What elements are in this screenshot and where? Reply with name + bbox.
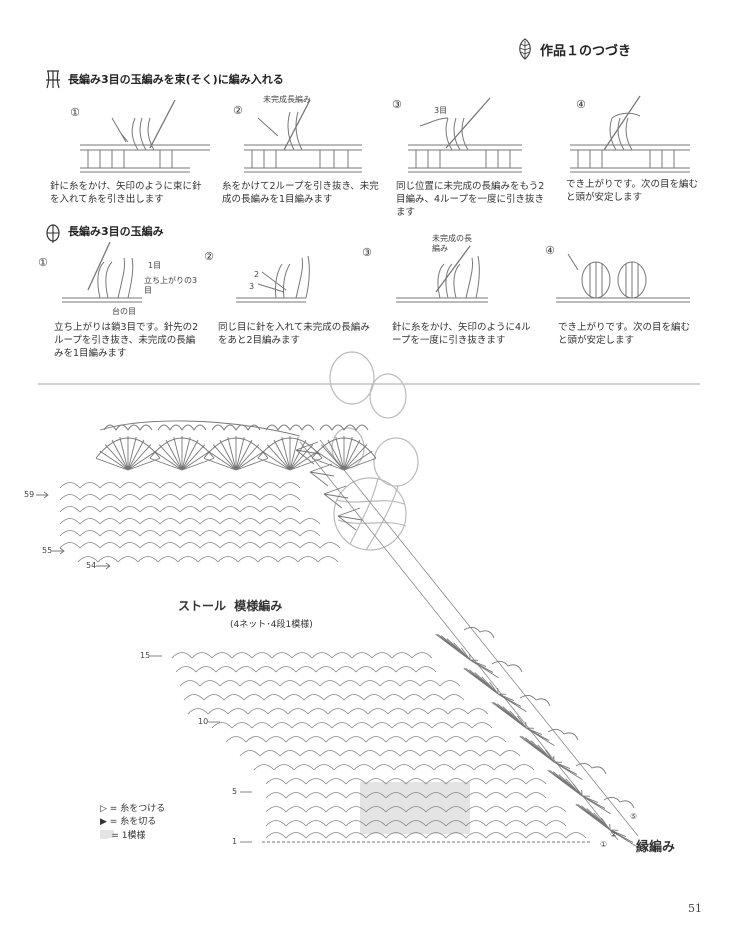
bottom-mesh bbox=[171, 652, 587, 839]
s1-step2-num: ② bbox=[233, 104, 243, 117]
row-label-54: 54 bbox=[86, 561, 97, 570]
legend-text-repeat: = 1模様 bbox=[111, 831, 146, 841]
s2-step1-label-c: 台の目 bbox=[112, 307, 136, 316]
legend-repeat-swatch bbox=[100, 830, 114, 838]
section1-title: 長編み3目の玉編みを束(そく)に編み入れる bbox=[68, 73, 284, 86]
s2-step2-num: ② bbox=[204, 250, 214, 263]
s2-step3-label: 未完成の長編み bbox=[432, 234, 472, 253]
row-label-10: 10 bbox=[198, 717, 209, 726]
legend-text-attach: = 糸をつける bbox=[109, 804, 166, 814]
edging-row-2: ② bbox=[610, 830, 618, 839]
section2-title: 長編み3目の玉編み bbox=[68, 225, 164, 238]
edging-row-1: ① bbox=[600, 840, 608, 849]
row-label-5: 5 bbox=[232, 787, 238, 796]
s2-step2-caption: 同じ目に針を入れて未完成の長編みをあと2目編みます bbox=[218, 322, 370, 346]
s2-step2-label-2: 2 bbox=[254, 270, 260, 279]
s2-step4-caption: でき上がりです。次の目を編むと頭が安定します bbox=[558, 322, 691, 346]
legend-text-cut: = 糸を切る bbox=[109, 817, 157, 827]
page-number: 51 bbox=[688, 902, 702, 915]
s2-step4-illustration bbox=[556, 253, 690, 303]
row-label-15: 15 bbox=[140, 651, 151, 660]
chart-title-a: ストール bbox=[178, 599, 227, 613]
edging-row-5: ⑤ bbox=[630, 812, 638, 821]
s2-step2-illustration bbox=[236, 255, 310, 303]
s1-step4-caption: でき上がりです。次の目を編むと頭が安定します bbox=[566, 179, 699, 203]
s1-step4-num: ④ bbox=[576, 98, 586, 111]
cut-yarn-icon: ▶ bbox=[100, 817, 107, 827]
s2-step1-label-a: 1目 bbox=[148, 261, 162, 270]
repeat-highlight bbox=[360, 782, 470, 834]
legend-item-attach: ▷ = 糸をつける bbox=[100, 801, 165, 814]
s1-step2-label: 未完成長編み bbox=[263, 95, 311, 104]
repeat-swatch-icon: ■ bbox=[100, 831, 109, 841]
row-label-1: 1 bbox=[232, 837, 238, 846]
s2-step1-num: ① bbox=[38, 256, 48, 269]
top-mesh bbox=[59, 482, 341, 563]
s2-step1-illustration bbox=[62, 241, 142, 303]
cluster-symbol-icon-2 bbox=[44, 222, 62, 244]
s2-step1-caption: 立ち上がりは鎖3目です。針先の2ループを引き抜き、未完成の長編みを1目編みます bbox=[54, 322, 199, 359]
chart-guide-1 bbox=[299, 441, 619, 841]
edging-label: 縁編み bbox=[636, 840, 676, 855]
s1-step1-caption: 針に糸をかけ、矢印のように束に針を入れて糸を引き出します bbox=[50, 181, 202, 205]
s1-step4-illustration bbox=[570, 95, 690, 173]
chart-subtitle: (4ネット･4段1模様) bbox=[230, 620, 313, 630]
s2-step3-num: ③ bbox=[362, 246, 372, 259]
s1-step2-caption: 糸をかけて2ループを引き抜き、未完成の長編みを1目編みます bbox=[222, 181, 379, 205]
attach-yarn-icon: ▷ bbox=[100, 804, 107, 814]
diagonal-edging bbox=[295, 441, 639, 848]
row-label-59: 59 bbox=[24, 490, 35, 499]
page-title: 作品１のつづき bbox=[540, 44, 632, 59]
s1-step2-illustration bbox=[244, 99, 362, 173]
cluster-symbol-icon bbox=[44, 68, 62, 90]
legend-item-repeat: ■ = 1模様 bbox=[100, 828, 146, 841]
s1-step3-illustration bbox=[408, 97, 522, 173]
s1-step1-num: ① bbox=[70, 106, 80, 119]
s2-step3-illustration bbox=[396, 245, 488, 303]
s2-step1-label-b: 立ち上がりの3目 bbox=[144, 276, 198, 295]
legend-item-cut: ▶ = 糸を切る bbox=[100, 814, 156, 827]
s1-step3-num: ③ bbox=[392, 98, 402, 111]
s1-step3-label: 3目 bbox=[434, 106, 448, 115]
top-edging-fans bbox=[95, 420, 377, 471]
s2-step4-num: ④ bbox=[545, 244, 555, 257]
chart-title-b: 模様編み bbox=[234, 599, 283, 613]
leaf-icon bbox=[514, 38, 536, 60]
s1-step3-caption: 同じ位置に未完成の長編みをもう2目編み、4ループを一度に引き抜きます bbox=[396, 181, 545, 218]
chart-guide-2 bbox=[319, 439, 639, 837]
s2-step3-caption: 針に糸をかけ、矢印のように4ループを一度に引き抜きます bbox=[392, 322, 531, 346]
row-label-55: 55 bbox=[42, 546, 53, 555]
s1-step1-illustration bbox=[80, 99, 210, 173]
chart-title: ストール 模様編み bbox=[178, 597, 282, 614]
s2-step2-label-3: 3 bbox=[249, 282, 255, 291]
